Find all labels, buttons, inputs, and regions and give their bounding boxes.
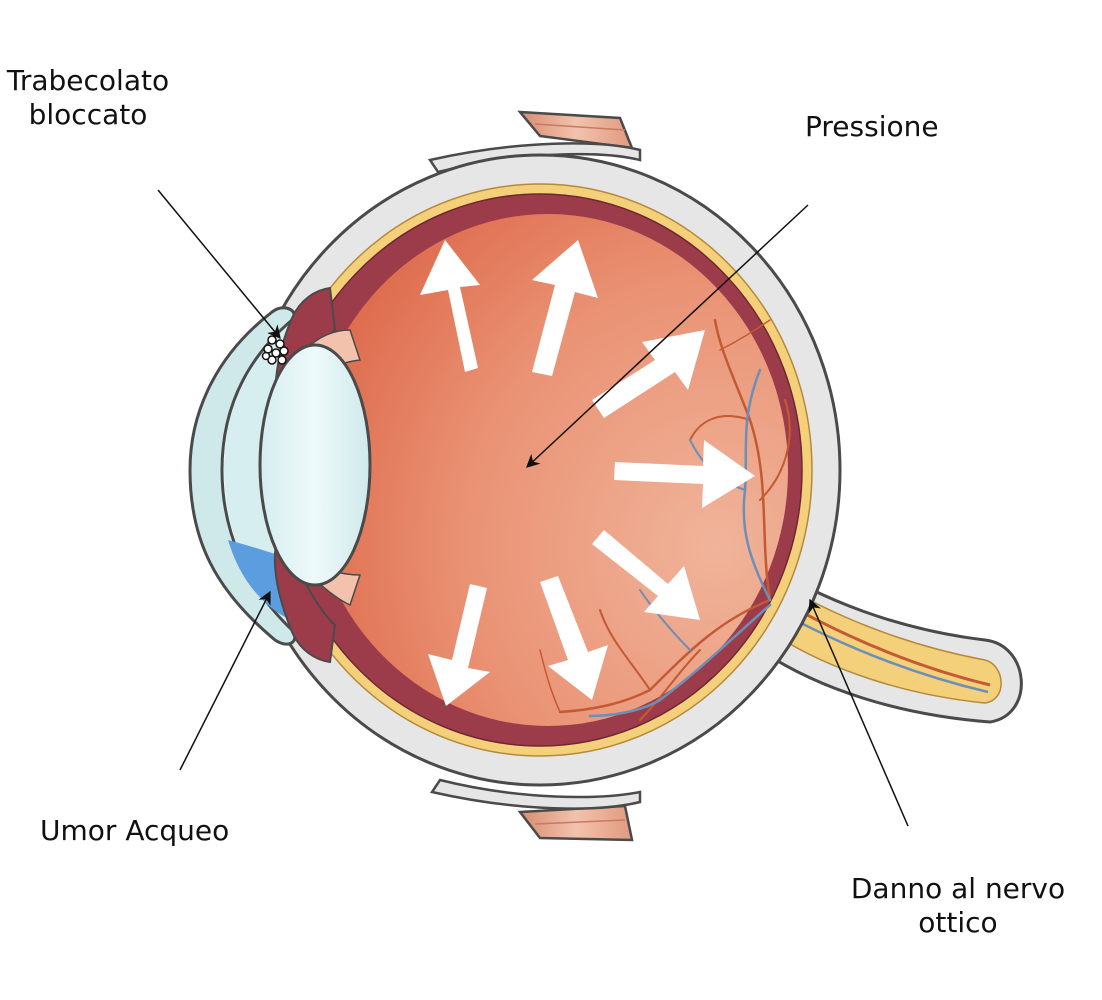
pressure-arrow-icon: [532, 240, 598, 376]
muscle-bottom: [517, 804, 634, 842]
leader-line-trabecolato: [157, 189, 281, 340]
pressure-arrows: [420, 240, 755, 706]
label-pressione-text: Pressione: [805, 110, 939, 143]
optic-nerve: [758, 557, 1023, 724]
label-danno-line2: ottico: [918, 906, 998, 939]
pressure-arrow-icon: [428, 584, 490, 706]
pressure-arrow-icon: [592, 330, 705, 418]
pressure-arrow-icon: [614, 440, 755, 508]
pressure-arrow-icon: [540, 576, 608, 700]
label-trabecolato-bloccato: Trabecolato bloccato: [0, 64, 176, 132]
label-umor-acqueo: Umor Acqueo: [40, 814, 229, 848]
leader-line-pressione: [526, 204, 809, 468]
conjunctiva-bottom: [429, 778, 642, 810]
leader-line-umor-acqueo: [179, 590, 271, 771]
pressure-arrow-icon: [592, 530, 700, 620]
label-trabecolato-line2: bloccato: [28, 98, 148, 131]
label-danno-nervo-ottico: Danno al nervo ottico: [836, 872, 1080, 940]
trabecular-blockage-icon: [261, 335, 289, 365]
label-danno-line1: Danno al nervo: [850, 872, 1066, 905]
lens: [258, 343, 372, 587]
label-umor-acqueo-text: Umor Acqueo: [40, 814, 230, 847]
label-pressione: Pressione: [805, 110, 939, 144]
pressure-arrow-icon: [420, 240, 480, 372]
retinal-vessels: [539, 318, 791, 721]
leader-line-danno: [808, 598, 909, 827]
label-trabecolato-line1: Trabecolato: [6, 64, 170, 97]
